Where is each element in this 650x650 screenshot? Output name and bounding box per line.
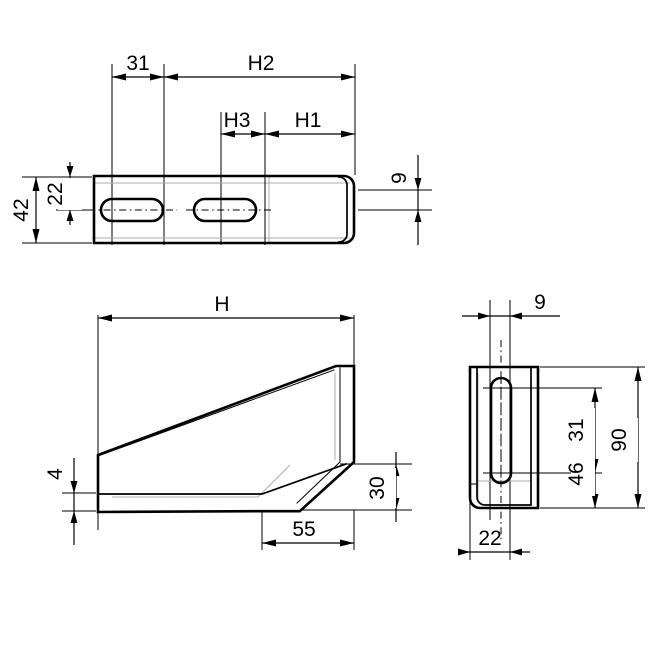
arrowhead-22-end-left: [458, 548, 470, 556]
arrowhead-9-bottom: [414, 210, 422, 222]
arrowhead-31-left: [112, 73, 126, 81]
dimension-4: 4: [44, 458, 96, 545]
dim-label-55: 55: [292, 518, 315, 541]
dim-label-42: 42: [10, 198, 33, 221]
end-view-inner-thickness: [476, 367, 532, 506]
top-view-extension-lines: [111, 64, 356, 245]
dim-label-31-top: 31: [126, 52, 149, 75]
arrowhead-h-left: [98, 314, 112, 322]
dim-label-4: 4: [44, 468, 67, 480]
arrowhead-h2-right: [341, 73, 355, 81]
side-view-inner-fold: [296, 367, 341, 504]
arrowhead-4-bottom: [70, 511, 78, 523]
side-view-outline: [96, 364, 356, 514]
arrowhead-9-top: [414, 178, 422, 190]
dim-label-90-backing: [614, 418, 638, 462]
dim-label-h2: H2: [248, 52, 275, 75]
top-view-body-outline: [92, 174, 356, 245]
dim-label-31-end-backing: [571, 408, 595, 452]
arrowhead-55-right: [340, 539, 354, 547]
dimension-h2: H2: [164, 52, 355, 81]
dim-label-9-end-backing: [528, 291, 552, 313]
arrowhead-42-bottom: [32, 229, 40, 243]
arrowhead-22-bottom: [66, 210, 74, 221]
dim-label-h2-backing: [243, 52, 279, 74]
arrowhead-46-bottom: [591, 494, 599, 508]
dim-label-22-end: 22: [478, 527, 501, 550]
dim-label-90: 90: [608, 428, 631, 451]
dimension-h: H: [98, 292, 354, 322]
dimension-9-top: 9: [358, 155, 432, 245]
dimension-55: 55: [261, 510, 355, 550]
arrowhead-31-end-top: [591, 388, 599, 402]
dim-label-22-backing: [58, 178, 82, 210]
end-view-group: 9 31 46: [458, 291, 645, 560]
arrowhead-9-end-right: [510, 312, 522, 320]
side-view-body-outline: [96, 364, 356, 514]
dimension-22-top: 22: [44, 162, 92, 225]
dim-label-h: H: [214, 293, 229, 316]
dim-label-h1-backing: [290, 109, 326, 131]
side-view-group: H 4 30: [44, 292, 412, 550]
slot-2-outline: [192, 197, 258, 223]
dim-label-30: 30: [366, 476, 389, 499]
arrowhead-h3-right: [251, 130, 265, 138]
dim-label-h1: H1: [295, 109, 322, 132]
dimension-h3: H3: [221, 109, 265, 138]
dim-label-h3: H3: [224, 109, 251, 132]
dimension-31-top: 31: [112, 52, 164, 81]
arrowhead-90-bottom: [634, 494, 642, 508]
dimension-h1: H1: [265, 109, 355, 138]
side-view-inner-edge-grey: [112, 464, 291, 498]
arrowhead-h1-left: [265, 130, 279, 138]
dimension-30: 30: [300, 452, 412, 522]
dim-label-30-backing: [372, 468, 396, 508]
top-view-right-end-inner: [338, 176, 348, 243]
end-view-body-outline: [468, 365, 540, 510]
end-view-outline: [468, 340, 540, 540]
arrowhead-h-right: [340, 314, 354, 322]
dim-label-46: 46: [565, 462, 588, 485]
arrowhead-22-top: [66, 166, 74, 177]
dim-label-46-backing: [571, 452, 595, 496]
arrowhead-4-top: [70, 481, 78, 493]
arrowhead-h2-left: [164, 73, 178, 81]
arrowhead-22-end-right: [510, 548, 522, 556]
slot-1-outline: [99, 197, 165, 223]
side-view-thickness-line: [97, 462, 348, 495]
arrowhead-h3-left: [221, 130, 235, 138]
arrowhead-h1-right: [341, 130, 355, 138]
dim-label-h-backing: [206, 292, 238, 315]
arrowhead-9-end-left: [478, 312, 490, 320]
dim-label-22-top: 22: [44, 182, 67, 205]
dim-label-9-end: 9: [534, 291, 546, 314]
dim-label-9-top: 9: [388, 172, 411, 184]
dimension-22-end: 22: [458, 527, 530, 556]
arrowhead-90-top: [634, 367, 642, 381]
dim-label-31-end: 31: [565, 418, 588, 441]
side-view-top-inner-edge: [97, 369, 335, 457]
dimension-90: 90: [540, 366, 645, 509]
top-view-outline: [88, 174, 356, 245]
arrowhead-31-right: [150, 73, 164, 81]
dimension-46: 46: [540, 452, 602, 509]
arrowhead-55-left: [262, 539, 276, 547]
dimension-9-end: 9: [462, 291, 560, 320]
top-view-group: 31 H2 H3 H1: [10, 52, 432, 245]
arrowhead-42-top: [32, 177, 40, 191]
